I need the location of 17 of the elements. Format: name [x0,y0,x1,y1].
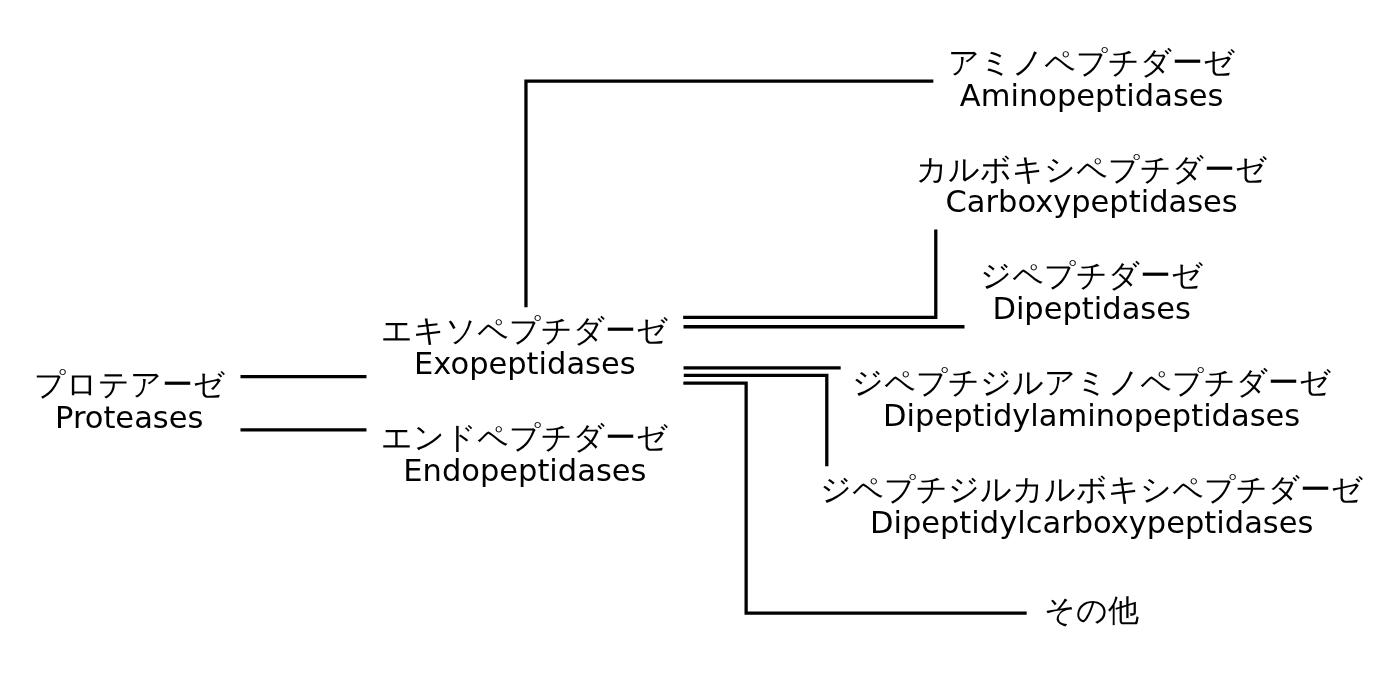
connector [240,374,366,379]
connector [683,373,828,467]
node-text: ジペプチジルカルボキシペプチダーゼ Dipeptidylcarboxypeptidases [819,472,1363,540]
node-text: ジペプチダーゼ Dipeptidases [979,258,1203,327]
connector [240,428,366,432]
node-text: アミノペプチダーゼ Aminopeptidases [947,44,1235,113]
connector [523,79,933,308]
connector [682,229,937,319]
node-text: エキソペプチダーゼ Exopeptidases [380,312,668,381]
connector [683,366,841,370]
node-text: プロテアーゼ Proteases [33,367,225,436]
node-text: ジペプチジルアミノペプチダーゼ Dipeptidylaminopeptidases [851,365,1331,433]
node-text: エンドペプチダーゼ Endopeptidases [380,419,668,488]
node-text: その他 [1043,593,1139,629]
node-text: カルボキシペプチダーゼ Carboxypeptidases [915,151,1267,220]
connector [682,381,1027,615]
connector [683,325,964,329]
